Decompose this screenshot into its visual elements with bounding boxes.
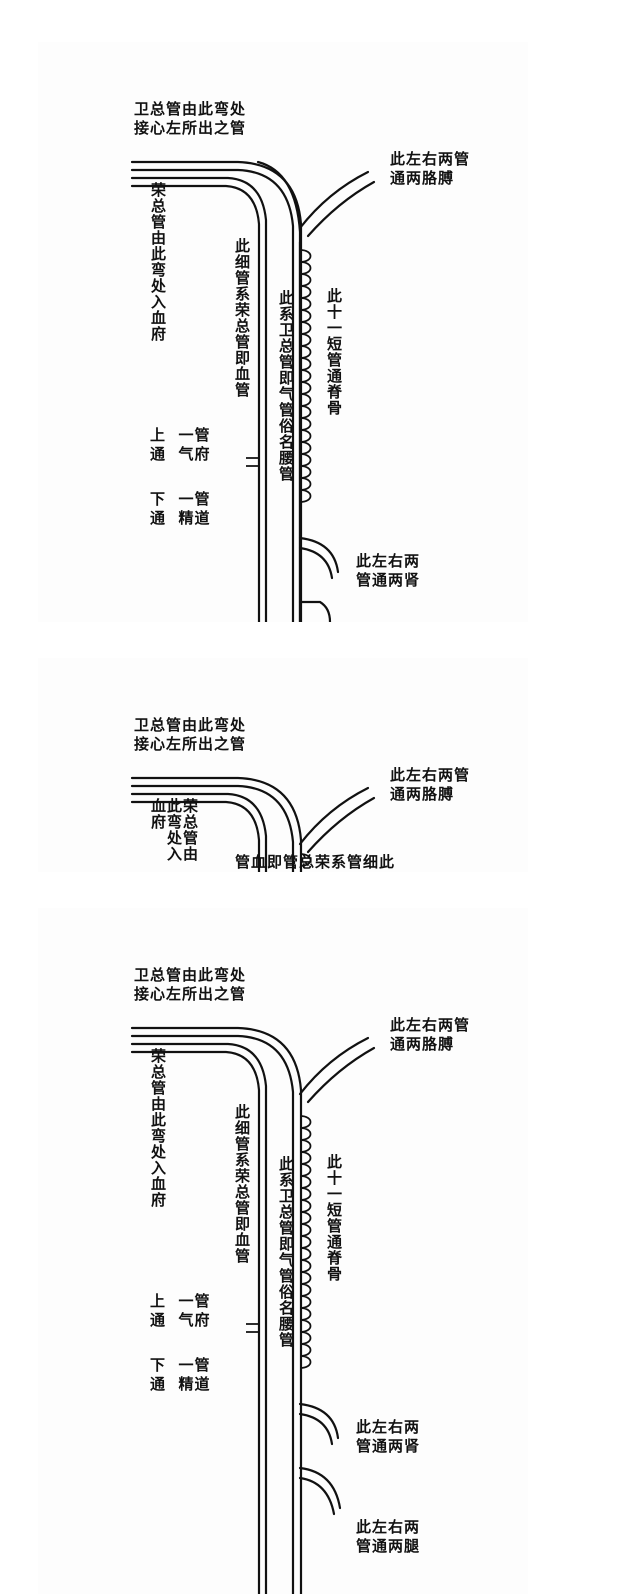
label-lower-pipe: 下 一管 通 精道 xyxy=(150,490,211,527)
diagram-panel-2: 卫总管由此弯处 接心左所出之管 此左右两管 通两胳膊 荣总管由此弯处入血府 此细… xyxy=(38,658,528,872)
spine-coils xyxy=(299,1115,312,1369)
label-top-left: 卫总管由此弯处 接心左所出之管 xyxy=(134,100,247,137)
spine-coils xyxy=(299,249,312,503)
label-xi-guan: 此细管系荣总管即血管 xyxy=(233,238,251,398)
label-legs: 此左右两 管通两腿 xyxy=(356,1518,421,1555)
label-rong: 荣总管由此弯处入血府 xyxy=(149,798,199,862)
diagram-panel-3: 卫总管由此弯处 接心左所出之管 此左右两管 通两胳膊 荣总管由此弯处入血府 此细… xyxy=(38,908,528,1594)
label-top-left: 卫总管由此弯处 接心左所出之管 xyxy=(134,966,247,1003)
label-xi-guan: 此细管系荣总管即血管 xyxy=(233,854,395,870)
label-upper-pipe: 上 一管 通 气府 xyxy=(150,1292,211,1329)
diagram-panel-1: 卫总管由此弯处 接心左所出之管 此左右两管 通两胳膊 荣总管由此弯处入血府 此细… xyxy=(38,42,528,622)
label-top-right: 此左右两管 通两胳膊 xyxy=(390,150,471,187)
vessel-drawing xyxy=(130,160,376,622)
vessel-drawing xyxy=(130,776,376,872)
label-yao-guan: 此系卫总管即气管俗名腰管 xyxy=(277,290,295,482)
label-yao-guan: 此系卫总管即气管俗名腰管 xyxy=(277,1156,295,1348)
label-xi-guan: 此细管系荣总管即血管 xyxy=(233,1104,251,1264)
label-rong: 荣总管由此弯处入血府 xyxy=(149,1048,167,1208)
label-rong: 荣总管由此弯处入血府 xyxy=(149,182,167,342)
vessel-drawing xyxy=(130,1026,376,1594)
label-top-right: 此左右两管 通两胳膊 xyxy=(390,1016,471,1053)
label-kidneys: 此左右两 管通两肾 xyxy=(356,1418,421,1455)
label-lower-pipe: 下 一管 通 精道 xyxy=(150,1356,211,1393)
label-kidneys: 此左右两 管通两肾 xyxy=(356,552,421,589)
label-shi-yi-guan: 此十一短管通脊骨 xyxy=(325,1154,343,1282)
label-top-right: 此左右两管 通两胳膊 xyxy=(390,766,471,803)
label-top-left: 卫总管由此弯处 接心左所出之管 xyxy=(134,716,247,753)
label-upper-pipe: 上 一管 通 气府 xyxy=(150,426,211,463)
label-shi-yi-guan: 此十一短管通脊骨 xyxy=(325,288,343,416)
